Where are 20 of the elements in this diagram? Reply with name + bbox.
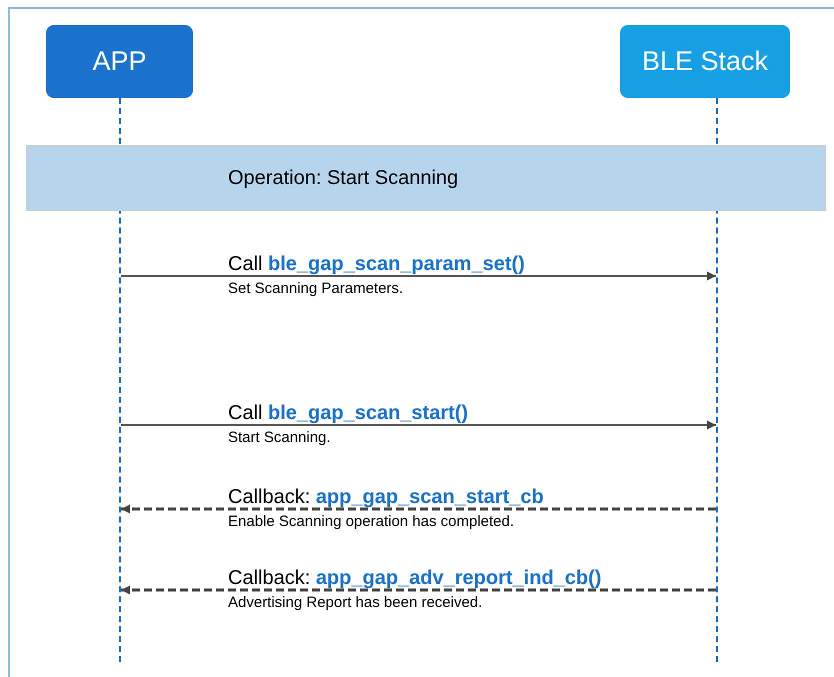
- lifeline: [119, 98, 121, 662]
- message-label: Callback: app_gap_adv_report_ind_cb(): [228, 567, 602, 589]
- message-description: Enable Scanning operation has completed.: [228, 513, 514, 531]
- participant-name: APP: [92, 45, 147, 78]
- lifeline: [716, 98, 718, 662]
- participant-name: BLE Stack: [642, 45, 768, 78]
- message-arrow: [121, 420, 716, 430]
- operation-band: [26, 145, 826, 211]
- message-description: Start Scanning.: [228, 429, 331, 447]
- message-description: Set Scanning Parameters.: [228, 280, 404, 298]
- operation-title: Operation: Start Scanning: [228, 166, 458, 191]
- participant-box: [46, 25, 193, 98]
- dashed-message-arrow: [121, 586, 716, 594]
- participant-box: [620, 25, 790, 98]
- message-description: Advertising Report has been received.: [228, 594, 482, 612]
- dashed-message-arrow: [121, 504, 716, 514]
- message-arrow: [121, 272, 716, 280]
- message-label: Call ble_gap_scan_start(): [228, 402, 468, 424]
- message-label: Call ble_gap_scan_param_set(): [228, 253, 525, 275]
- message-label: Callback: app_gap_scan_start_cb: [228, 486, 544, 508]
